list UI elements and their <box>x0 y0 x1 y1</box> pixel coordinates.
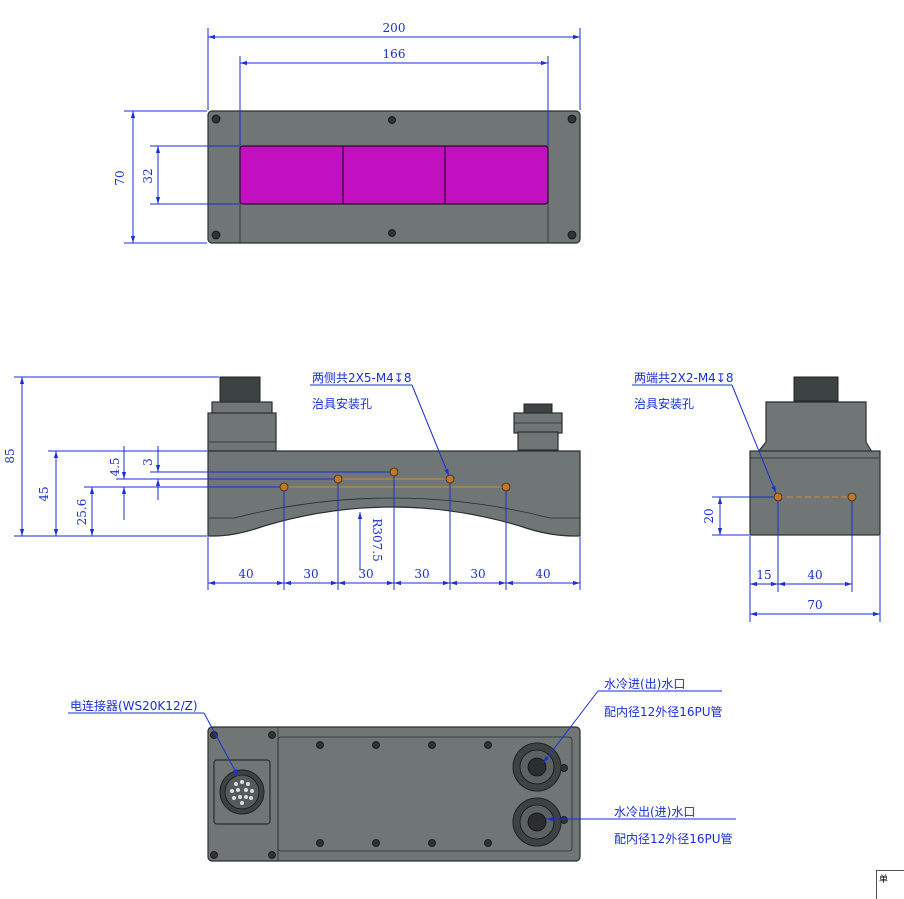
side-connector <box>207 376 277 452</box>
dim-label-radius: R307.5 <box>370 518 384 561</box>
back-housing <box>207 726 581 862</box>
title-block-unit-label: 单 <box>879 875 889 885</box>
front-view: 200 166 70 32 <box>113 21 581 244</box>
callout-end-holes: 两端共2X2-M4↧8 治具安装孔 <box>632 371 777 494</box>
end-view: 20 15 40 70 两端共2X2-M4↧8 治具安装孔 <box>632 371 881 622</box>
dim-3: 3 <box>141 446 390 500</box>
dim-window-height: 32 <box>141 145 239 205</box>
dim-label-spacing-5: 30 <box>470 567 485 581</box>
dim-front-height: 70 <box>113 110 207 244</box>
dim-window-width: 166 <box>239 47 549 145</box>
callout-water-in: 水冷进(出)水口 配内径12外径16PU管 <box>542 677 723 764</box>
dim-hole-height: 25.6 <box>75 486 280 536</box>
dim-end-hole-height: 20 <box>702 496 774 536</box>
dim-label-spacing-2: 30 <box>303 567 318 581</box>
dim-4-5: 4.5 <box>108 446 334 520</box>
dim-label-3: 3 <box>141 458 155 466</box>
dim-label-spacing-4: 30 <box>414 567 429 581</box>
dim-label-spacing-1: 40 <box>238 567 253 581</box>
end-mount-holes <box>773 492 857 502</box>
dim-end-widths: 15 40 70 <box>749 501 881 622</box>
dim-side-total-height: 85 <box>3 376 219 537</box>
callout-end-holes-line2: 治具安装孔 <box>634 396 694 411</box>
dim-label-40-end: 40 <box>807 568 822 582</box>
dim-label-45: 45 <box>37 486 51 501</box>
dim-label-4-5: 4.5 <box>108 457 122 476</box>
dim-label-spacing-3: 30 <box>358 567 373 581</box>
callout-water-in-line1: 水冷进(出)水口 <box>604 677 685 691</box>
dim-label-15: 15 <box>756 568 771 582</box>
dim-label-166: 166 <box>383 47 406 61</box>
callout-connector: 电连接器(WS20K12/Z) <box>68 698 239 777</box>
title-block-fragment: 单 <box>876 870 904 899</box>
front-screws <box>211 114 577 240</box>
callout-water-out-line2: 配内径12外径16PU管 <box>614 831 733 846</box>
dim-label-20: 20 <box>702 508 716 523</box>
callout-side-holes: 两侧共2X5-M4↧8 治具安装孔 <box>310 371 450 477</box>
dim-bottom-spacing: 40 30 30 30 30 40 <box>207 476 581 590</box>
callout-water-out-line1: 水冷出(进)水口 <box>614 805 695 819</box>
back-connector <box>213 759 271 825</box>
dim-label-70: 70 <box>113 170 127 185</box>
dim-front-width: 200 <box>207 21 581 110</box>
dim-label-spacing-6: 40 <box>535 567 550 581</box>
dim-label-25-6: 25.6 <box>75 499 89 526</box>
dim-label-200: 200 <box>383 21 406 35</box>
dim-side-height: 45 <box>37 450 207 536</box>
callout-water-out: 水冷出(进)水口 配内径12外径16PU管 <box>546 805 736 846</box>
back-water-port-bottom <box>512 797 562 847</box>
callout-end-holes-line1: 两端共2X2-M4↧8 <box>634 371 734 385</box>
dim-label-70-end: 70 <box>807 598 822 612</box>
dim-radius: R307.5 <box>357 512 384 570</box>
back-view: 电连接器(WS20K12/Z) 水冷进(出)水口 配内径12外径16PU管 水冷… <box>68 677 736 862</box>
callout-water-in-line2: 配内径12外径16PU管 <box>604 704 723 719</box>
callout-side-holes-line2: 治具安装孔 <box>312 396 372 411</box>
dim-label-32: 32 <box>141 168 155 183</box>
side-view: 85 45 25.6 4.5 3 R <box>3 371 581 590</box>
dim-label-85: 85 <box>3 448 17 463</box>
callout-connector-label: 电连接器(WS20K12/Z) <box>70 698 198 713</box>
side-mount-holes <box>279 467 511 492</box>
back-water-port-top <box>512 742 562 792</box>
end-housing <box>749 450 881 536</box>
callout-side-holes-line1: 两侧共2X5-M4↧8 <box>312 371 412 385</box>
side-water-fitting <box>513 403 563 451</box>
front-emitter-window <box>239 145 549 205</box>
